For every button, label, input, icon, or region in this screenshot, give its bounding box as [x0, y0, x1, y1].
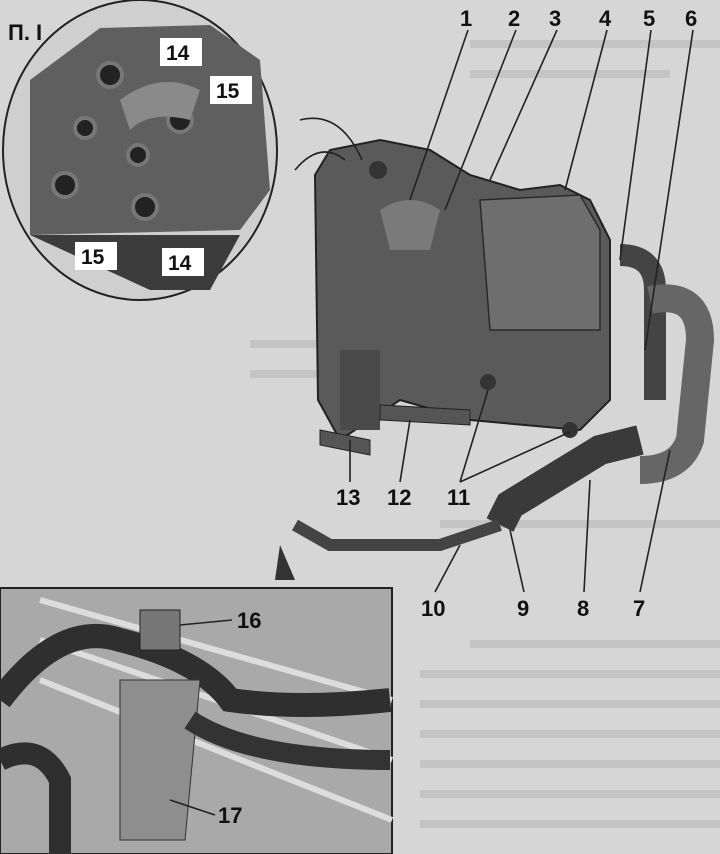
callout-8: 8 — [577, 596, 589, 621]
callout-7: 7 — [633, 596, 645, 621]
leader-lines — [169, 29, 694, 816]
callout-15: 15 — [216, 80, 240, 103]
callout-9: 9 — [517, 596, 529, 621]
lower-photo-detail — [0, 587, 394, 854]
exhaust-pipe — [275, 244, 715, 580]
callout-12: 12 — [387, 485, 411, 510]
callout-5: 5 — [643, 6, 655, 31]
callout-17: 17 — [218, 803, 242, 828]
callout-10: 10 — [421, 596, 445, 621]
callout-11: 11 — [447, 485, 470, 510]
callout-13: 13 — [336, 485, 360, 510]
callout-6: 6 — [685, 6, 697, 31]
figure-label: П. I — [8, 20, 42, 45]
callout-16: 16 — [237, 608, 261, 633]
heater-unit — [313, 138, 611, 456]
callout-14: 14 — [168, 252, 192, 275]
callout-14: 14 — [166, 42, 190, 65]
callout-15: 15 — [81, 246, 105, 269]
callout-3: 3 — [549, 6, 561, 31]
callout-4: 4 — [599, 6, 612, 31]
background-text-blur — [250, 40, 720, 828]
callout-1: 1 — [460, 6, 472, 31]
callout-2: 2 — [508, 6, 520, 31]
